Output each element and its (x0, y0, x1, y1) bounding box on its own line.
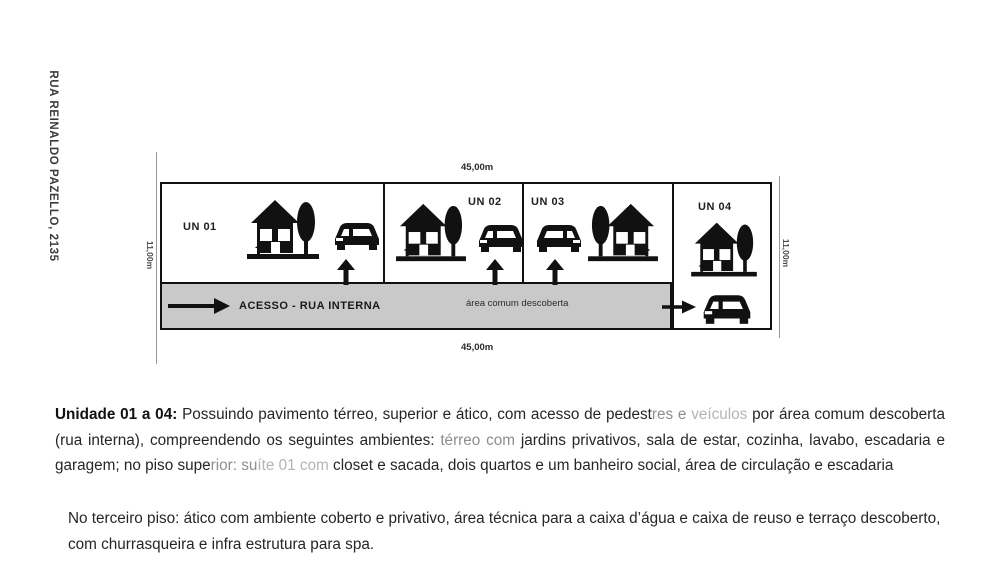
divider-un03-un04 (671, 184, 674, 328)
corridor-label: ACESSO - RUA INTERNA (239, 300, 381, 312)
common-area-label: área comum descoberta (466, 298, 569, 309)
description-body-b: por área comum descoberta (rua interna),… (55, 406, 945, 449)
car-icon-un04 (703, 295, 751, 324)
house-icon-un04 (691, 222, 757, 277)
street-name-label: RUA REINALDO PAZELLO, 2135 (47, 70, 59, 262)
left-dimension-line (156, 152, 157, 364)
right-dimension-line (779, 176, 780, 338)
description-body-a: Possuindo pavimento térreo, superior e á… (177, 406, 652, 423)
description-body-d: closet e sacada, dois quartos e um banhe… (333, 457, 894, 474)
house-icon-un02 (396, 203, 466, 262)
bottom-dimension-label: 45,00m (461, 342, 494, 353)
divider-un01-un02 (382, 184, 385, 328)
car-icon-un03 (537, 225, 581, 252)
description-body-a-fade2: veículos (691, 406, 748, 423)
site-plan: RUA REINALDO PAZELLO, 2135 11,00m 11,00m… (47, 70, 791, 364)
unit-label-un03: UN 03 (531, 196, 565, 208)
top-dimension-label: 45,00m (461, 162, 494, 173)
description-body-a-fade1: res e (651, 406, 692, 423)
description-title: Unidade 01 a 04: (55, 406, 178, 423)
description-body-b-fade1: térreo com (440, 431, 515, 449)
divider-un02-un03 (521, 184, 524, 328)
house-icon-un01 (247, 200, 319, 259)
description-body-e: No terceiro piso: ático com ambiente cob… (68, 510, 750, 527)
description-block: Unidade 01 a 04: Possuindo pavimento tér… (0, 396, 1000, 578)
description-body-c: jardins privativos, sala de estar, cozin… (55, 431, 945, 475)
description-paragraph-2: No terceiro piso: ático com ambiente cob… (68, 506, 945, 557)
house-icon-un03 (588, 203, 658, 262)
entry-arrow-un01-icon (337, 259, 355, 285)
car-icon-un02 (479, 225, 523, 252)
unit-label-un04: UN 04 (698, 201, 732, 213)
internal-access-corridor (160, 282, 672, 330)
access-arrow-icon (168, 298, 230, 314)
description-body-c-fade1: rior: su (210, 457, 258, 474)
entry-arrow-un02-icon (486, 259, 504, 285)
description-paragraph-1: Unidade 01 a 04: Possuindo pavimento tér… (55, 402, 945, 479)
description-body-c-fade2: íte 01 com (257, 457, 329, 474)
access-arrow-un04-icon (662, 300, 696, 314)
description-body-f: reuso e terraço descoberto, com churrasq… (68, 510, 941, 553)
unit-label-un01: UN 01 (183, 221, 217, 233)
right-dimension-label: 11,00m (781, 238, 791, 268)
entry-arrow-un03-icon (546, 259, 564, 285)
unit-label-un02: UN 02 (468, 196, 502, 208)
car-icon-un01 (335, 223, 379, 250)
left-dimension-label: 11,00m (145, 240, 155, 270)
